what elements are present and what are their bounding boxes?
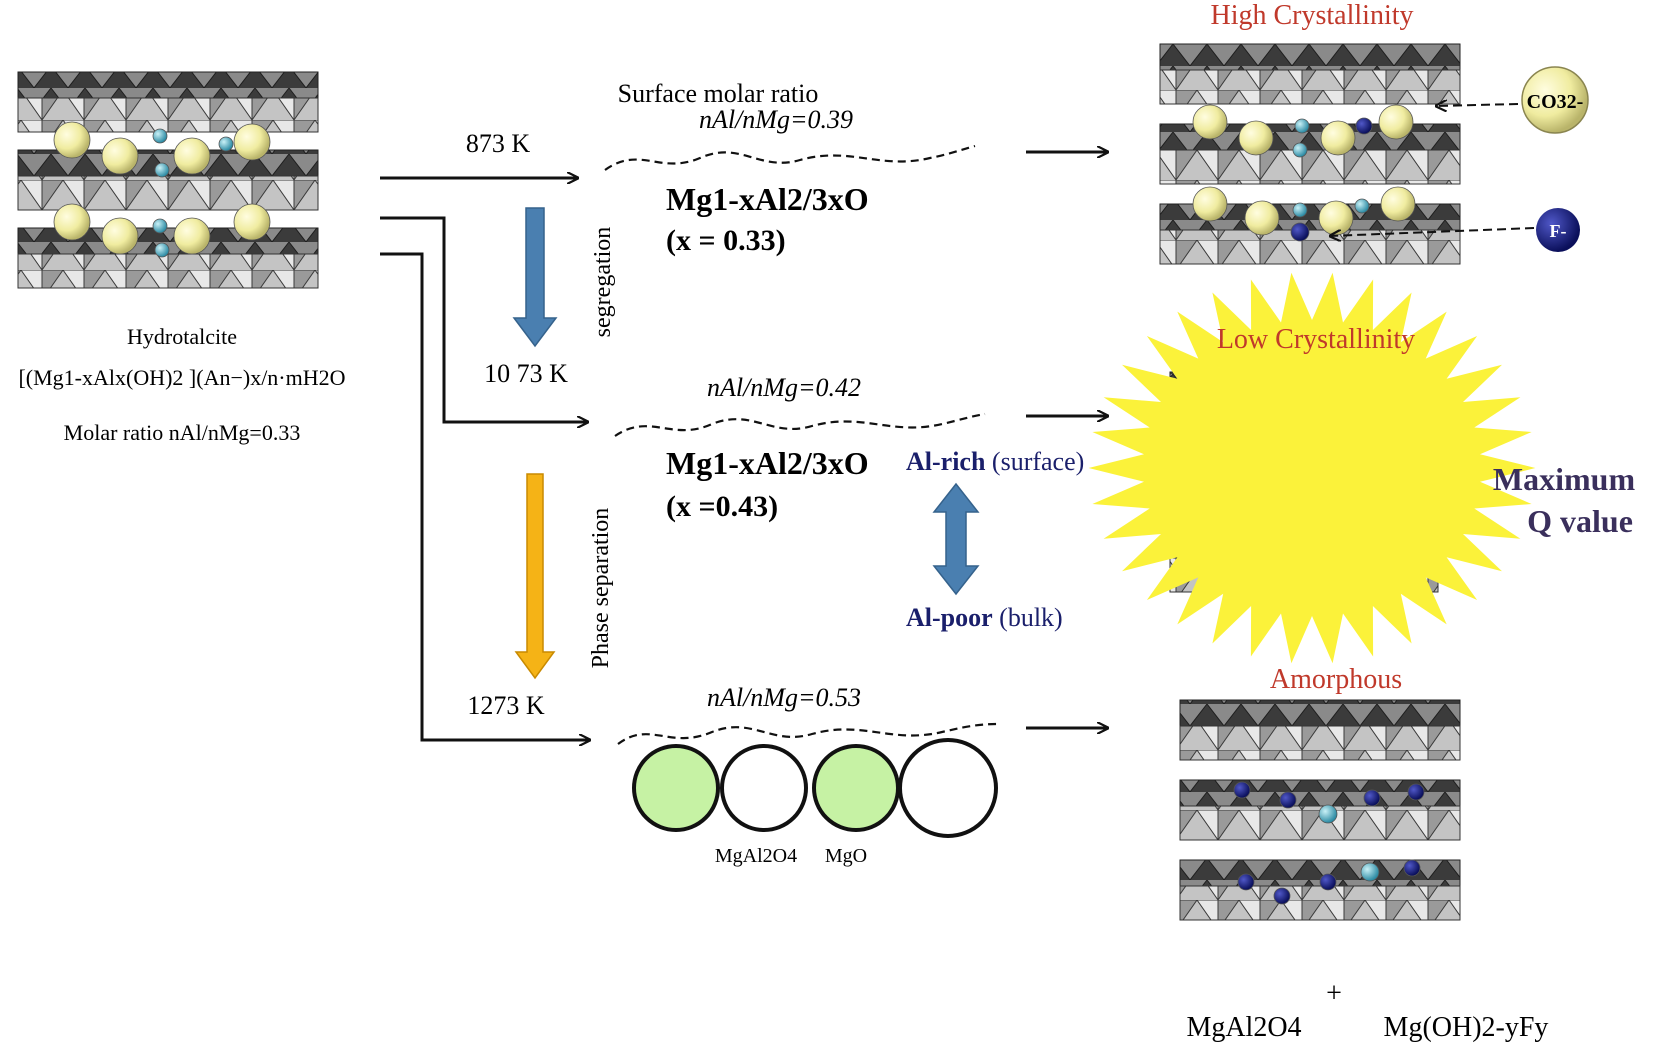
segregation-arrow	[512, 207, 558, 348]
maximum-label: Maximum	[1493, 461, 1636, 497]
maximum-q-burst	[1088, 272, 1536, 664]
ratio-1073: nAl/nMg=0.42	[707, 373, 861, 402]
fluoride-ball	[1290, 222, 1310, 242]
fluoride-ball	[1355, 117, 1373, 135]
product-hydroxide: Mg(OH)2-yFy	[1384, 1012, 1549, 1043]
arrow-1273	[380, 252, 590, 740]
carbonate-ball	[233, 123, 271, 161]
fluoride-legend-ball	[1536, 208, 1580, 252]
fluoride-ball	[1363, 789, 1381, 807]
mgo-particle-2	[898, 738, 998, 838]
hydrotalcite-formula: [(Mg1-xAlx(OH)2 ](An−)x/n·mH2O	[18, 365, 345, 390]
phase-separation-arrow	[514, 473, 556, 680]
spinel-particle-1	[632, 744, 720, 832]
hydrotalcite-structure-layer-2	[17, 149, 319, 211]
surface-line-1073	[614, 412, 986, 437]
aluminum-ball	[1360, 862, 1380, 882]
product-spinel: MgAl2O4	[1186, 1012, 1301, 1043]
surface-wavy-lines	[604, 144, 999, 745]
carbonate-ball	[53, 121, 91, 159]
oxide-formula-873: Mg1-xAl2/3xO	[666, 181, 869, 217]
al-rich-line: Al-rich (surface)	[906, 447, 1084, 476]
ratio-873: nAl/nMg=0.39	[699, 105, 853, 134]
ratio-1273: nAl/nMg=0.53	[707, 683, 861, 712]
surface-molar-ratio-label: Surface molar ratio	[618, 79, 819, 108]
al-poor-label: Al-poor	[906, 603, 993, 632]
surface-label: (surface)	[992, 447, 1084, 476]
aluminum-ball	[154, 162, 170, 178]
fluoride-ball	[1407, 783, 1425, 801]
aluminum-ball	[1318, 804, 1338, 824]
carbonate-ball	[1192, 186, 1228, 222]
hydrotalcite-structure-layer-1	[17, 71, 319, 133]
carbonate-ball	[101, 217, 139, 255]
carbonate-ball	[1380, 186, 1416, 222]
temperature-1073: 10 73 K	[484, 359, 568, 388]
q-value-label: Q value	[1527, 503, 1633, 539]
spinel-label: MgAl2O4	[715, 845, 797, 867]
carbonate-ball	[233, 203, 271, 241]
temperature-1273: 1273 K	[467, 691, 545, 720]
al-rich-label: Al-rich	[906, 447, 986, 476]
amorphous-title: Amorphous	[1270, 664, 1402, 695]
mgo-label: MgO	[825, 845, 867, 867]
fluoride-ball	[1237, 873, 1255, 891]
flow-arrows	[380, 152, 1108, 740]
carbonate-ball	[173, 137, 211, 175]
carbonate-ball	[1320, 120, 1356, 156]
phase-separation-label: Phase separation	[588, 508, 614, 669]
carbonate-ball	[1244, 200, 1280, 236]
fluoride-ball	[1403, 859, 1421, 877]
aluminum-ball	[1354, 198, 1370, 214]
al-distribution-arrow	[932, 482, 980, 596]
amorphous-structure-layer-1	[1179, 699, 1461, 761]
fluoride-ball	[1319, 873, 1337, 891]
aluminum-ball	[1292, 202, 1308, 218]
aluminum-ball	[152, 128, 168, 144]
al-poor-line: Al-poor (bulk)	[906, 603, 1063, 632]
segregation-label: segregation	[590, 227, 616, 338]
high-crystallinity-structure	[1159, 43, 1461, 265]
carbonate-ball	[1192, 104, 1228, 140]
carbonate-ball	[173, 217, 211, 255]
fluoride-ball	[1273, 887, 1291, 905]
fluoride-pointer	[1330, 227, 1535, 236]
high-crystallinity-title: High Crystallinity	[1211, 0, 1414, 31]
oxide-x-1073: (x =0.43)	[666, 490, 778, 523]
oxide-x-873: (x = 0.33)	[666, 224, 786, 257]
hydrotalcite-molar-ratio: Molar ratio nAl/nMg=0.33	[64, 420, 301, 445]
aluminum-ball	[1294, 118, 1310, 134]
carbonate-ball	[101, 137, 139, 175]
mgo-particle-1	[720, 744, 808, 832]
carbonate-ball	[1238, 120, 1274, 156]
bulk-label: (bulk)	[999, 603, 1063, 632]
carbonate-ball	[1318, 200, 1354, 236]
fluoride-ball	[1233, 781, 1251, 799]
aluminum-ball	[218, 136, 234, 152]
surface-line-873	[604, 144, 976, 171]
low-crystallinity-title: Low Crystallinity	[1217, 324, 1415, 355]
carbonate-ball	[53, 203, 91, 241]
aluminum-ball	[154, 242, 170, 258]
carbonate-ball	[1378, 104, 1414, 140]
aluminum-ball	[152, 218, 168, 234]
aluminum-ball	[1292, 142, 1308, 158]
fluoride-ball	[1279, 791, 1297, 809]
hydrotalcite-name: Hydrotalcite	[127, 324, 237, 349]
spinel-particle-2	[812, 744, 900, 832]
fluoride-label: F-	[1550, 221, 1567, 241]
high-crystallinity-structure-layer-1	[1159, 43, 1461, 105]
carbonate-label: CO32-	[1527, 91, 1584, 113]
arrow-1073	[380, 216, 588, 422]
surface-line-1273	[617, 722, 999, 745]
amorphous-structure	[1179, 699, 1461, 921]
product-plus: +	[1326, 978, 1342, 1009]
oxide-formula-1073: Mg1-xAl2/3xO	[666, 445, 869, 481]
temperature-873: 873 K	[466, 129, 531, 158]
phase-particles	[632, 738, 998, 838]
carbonate-legend-ball	[1521, 66, 1589, 134]
hydrotalcite-structure	[17, 71, 319, 289]
